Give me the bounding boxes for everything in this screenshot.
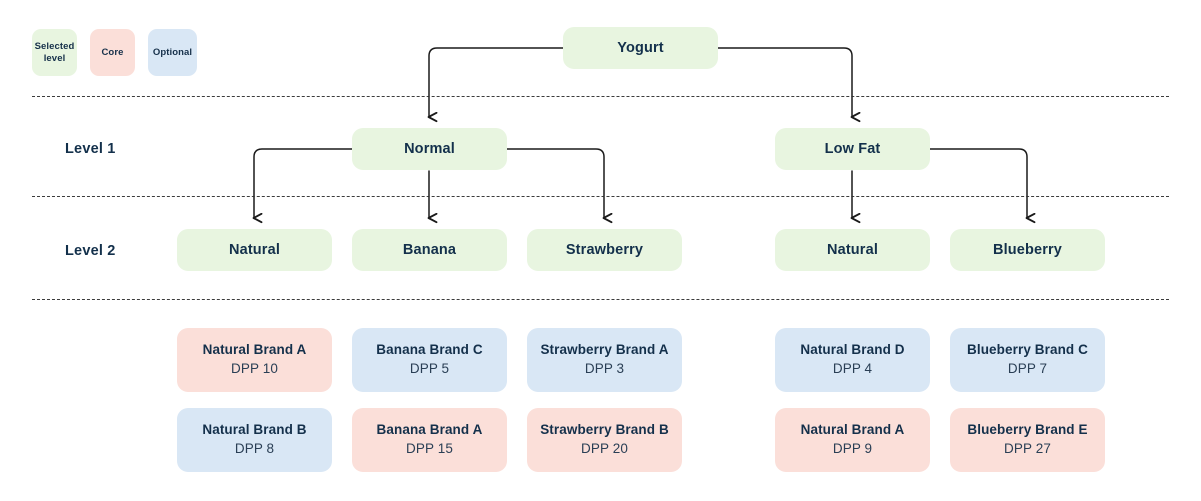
product-card[interactable]: Strawberry Brand B DPP 20 bbox=[527, 408, 682, 472]
node-label-banana: Banana bbox=[402, 242, 457, 258]
node-strawberry[interactable]: Strawberry bbox=[527, 229, 682, 271]
product-card-title: Strawberry Brand A bbox=[540, 342, 669, 358]
product-card[interactable]: Banana Brand A DPP 15 bbox=[352, 408, 507, 472]
wire-normal-to-strawberry bbox=[506, 148, 604, 218]
product-card[interactable]: Natural Brand B DPP 8 bbox=[177, 408, 332, 472]
node-blueberry[interactable]: Blueberry bbox=[950, 229, 1105, 271]
legend-chip-core: Core bbox=[90, 29, 135, 76]
node-label-strawberry: Strawberry bbox=[565, 242, 644, 258]
legend-label-core: Core bbox=[101, 46, 124, 58]
wire-yogurt-to-lowfat bbox=[716, 47, 852, 117]
product-card-dpp: DPP 20 bbox=[581, 441, 628, 457]
product-card-dpp: DPP 8 bbox=[234, 441, 275, 457]
product-card-title: Natural Brand A bbox=[202, 342, 307, 358]
product-card[interactable]: Strawberry Brand A DPP 3 bbox=[527, 328, 682, 392]
product-card[interactable]: Blueberry Brand E DPP 27 bbox=[950, 408, 1105, 472]
product-card-title: Natural Brand A bbox=[800, 422, 905, 438]
wire-yogurt-to-normal bbox=[429, 47, 564, 117]
divider-root-level1 bbox=[32, 96, 1169, 97]
wire-lowfat-to-blueberry bbox=[929, 148, 1027, 218]
product-card[interactable]: Natural Brand A DPP 9 bbox=[775, 408, 930, 472]
product-card[interactable]: Natural Brand D DPP 4 bbox=[775, 328, 930, 392]
product-card-dpp: DPP 15 bbox=[406, 441, 453, 457]
level-label-2: Level 2 bbox=[65, 243, 116, 259]
legend-label-selected-level: Selected level bbox=[34, 41, 75, 64]
legend-chip-selected-level: Selected level bbox=[32, 29, 77, 76]
node-label-yogurt: Yogurt bbox=[617, 40, 664, 56]
product-card-title: Banana Brand A bbox=[376, 422, 483, 438]
node-label-blueberry: Blueberry bbox=[992, 242, 1063, 258]
node-normal[interactable]: Normal bbox=[352, 128, 507, 170]
product-card-title: Natural Brand B bbox=[202, 422, 307, 438]
node-natural-low-fat[interactable]: Natural bbox=[775, 229, 930, 271]
product-card-title: Blueberry Brand E bbox=[967, 422, 1088, 438]
product-card-dpp: DPP 27 bbox=[1004, 441, 1051, 457]
product-card[interactable]: Natural Brand A DPP 10 bbox=[177, 328, 332, 392]
node-yogurt[interactable]: Yogurt bbox=[563, 27, 718, 69]
product-card-title: Blueberry Brand C bbox=[967, 342, 1088, 358]
product-card-dpp: DPP 7 bbox=[1007, 361, 1048, 377]
node-natural-normal[interactable]: Natural bbox=[177, 229, 332, 271]
product-card-title: Strawberry Brand B bbox=[540, 422, 669, 438]
node-label-low-fat: Low Fat bbox=[824, 141, 881, 157]
node-banana[interactable]: Banana bbox=[352, 229, 507, 271]
node-label-normal: Normal bbox=[404, 141, 455, 157]
product-card[interactable]: Blueberry Brand C DPP 7 bbox=[950, 328, 1105, 392]
product-card-dpp: DPP 5 bbox=[409, 361, 450, 377]
legend-label-optional: Optional bbox=[152, 46, 193, 58]
product-card-dpp: DPP 4 bbox=[832, 361, 873, 377]
product-card[interactable]: Banana Brand C DPP 5 bbox=[352, 328, 507, 392]
divider-level2-products bbox=[32, 299, 1169, 300]
product-card-dpp: DPP 9 bbox=[832, 441, 873, 457]
node-label-natural-normal: Natural bbox=[228, 242, 280, 258]
product-card-dpp: DPP 10 bbox=[231, 361, 278, 377]
product-card-title: Natural Brand D bbox=[800, 342, 905, 358]
product-card-dpp: DPP 3 bbox=[584, 361, 625, 377]
product-card-title: Banana Brand C bbox=[376, 342, 483, 358]
node-low-fat[interactable]: Low Fat bbox=[775, 128, 930, 170]
wire-normal-to-natural bbox=[254, 148, 353, 218]
legend-chip-optional: Optional bbox=[148, 29, 197, 76]
divider-level1-level2 bbox=[32, 196, 1169, 197]
node-label-natural-low-fat: Natural bbox=[826, 242, 878, 258]
level-label-1: Level 1 bbox=[65, 141, 116, 157]
